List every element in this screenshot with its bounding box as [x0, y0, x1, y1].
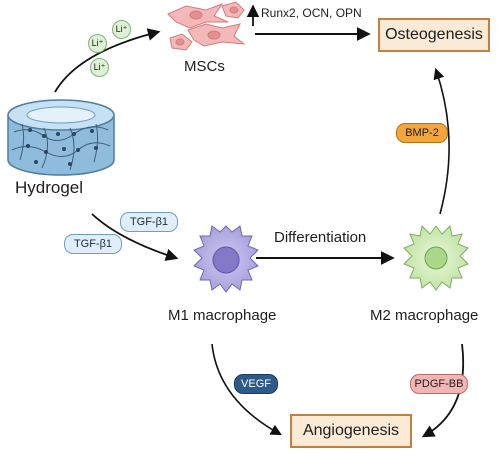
- lithium-ion-1: Li⁺: [88, 34, 107, 53]
- bmp2-pill: BMP-2: [396, 123, 448, 143]
- mscs-label: MSCs: [184, 58, 225, 75]
- lithium-ion-2: Li⁺: [112, 20, 131, 39]
- differentiation-label: Differentiation: [274, 229, 367, 246]
- vegf-pill: VEGF: [234, 374, 278, 394]
- m2-macrophage-cell: [403, 224, 469, 291]
- osteogenesis-box: Osteogenesis: [378, 18, 490, 52]
- msc-cells: [167, 1, 246, 51]
- hydrogel-illustration: [7, 99, 115, 176]
- m1-macrophage-label: M1 macrophage: [168, 307, 277, 324]
- m1-macrophage-cell: [193, 225, 259, 293]
- marker-genes-label: Runx2, OCN, OPN: [261, 6, 362, 20]
- angiogenesis-box: Angiogenesis: [290, 414, 412, 448]
- tgf-beta1-pill-lower: TGF-β1: [64, 234, 122, 254]
- pdgf-bb-pill: PDGF-BB: [410, 374, 468, 394]
- m2-macrophage-label: M2 macrophage: [370, 307, 479, 324]
- lithium-ion-3: Li⁺: [90, 58, 109, 77]
- hydrogel-label: Hydrogel: [15, 178, 84, 197]
- tgf-beta1-pill-upper: TGF-β1: [120, 212, 178, 232]
